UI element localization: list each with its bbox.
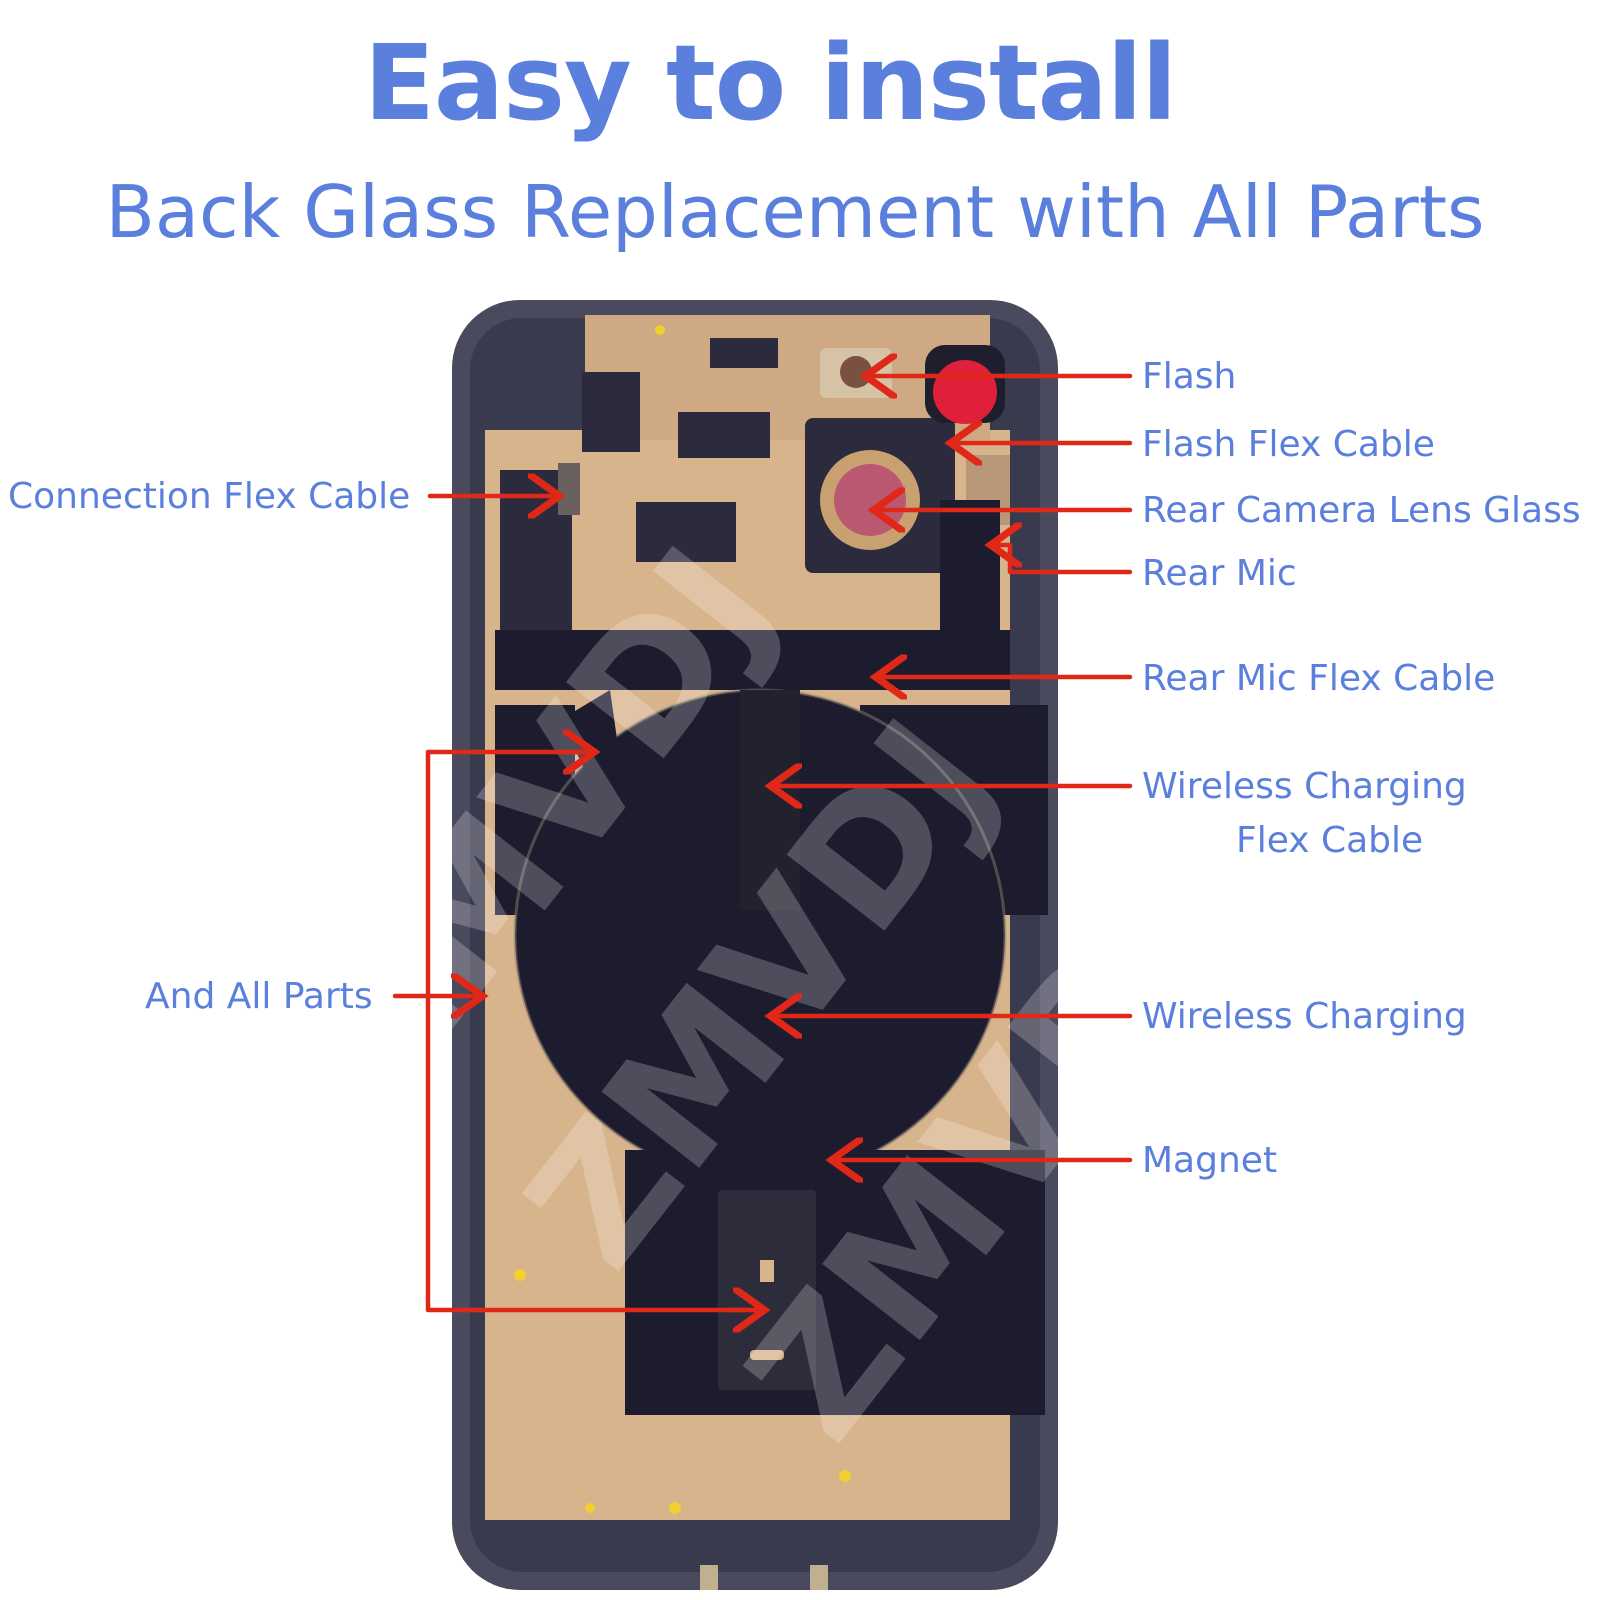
rear-mic-arrow	[995, 545, 1133, 575]
camera-lens-red	[933, 360, 997, 424]
connection-flex-connector	[558, 463, 580, 515]
label-connection-flex-cable: Connection Flex Cable	[8, 476, 410, 517]
label-flash-flex-cable: Flash Flex Cable	[1142, 424, 1435, 465]
label-wireless-charging-flex-cable-1: Wireless Charging	[1142, 766, 1467, 807]
callout-labels: Flash Flash Flex Cable Rear Camera Lens …	[8, 356, 1581, 1181]
and-all-parts-bracket	[425, 749, 763, 1313]
label-and-all-parts: And All Parts	[145, 976, 373, 1017]
label-rear-mic-flex-cable: Rear Mic Flex Cable	[1142, 658, 1495, 699]
label-flash: Flash	[1142, 356, 1236, 397]
callout-arrows	[392, 376, 1133, 1313]
label-rear-mic: Rear Mic	[1142, 553, 1297, 594]
label-magnet: Magnet	[1142, 1140, 1277, 1181]
label-wireless-charging-flex-cable-2: Flex Cable	[1236, 820, 1423, 861]
page-subtitle: Back Glass Replacement with All Parts	[105, 170, 1485, 254]
phone-back-glass: ZMVDJ ZMVDJ ZMVDJ	[269, 300, 1254, 1590]
rear-camera-lens-glass	[834, 464, 906, 536]
page-title: Easy to install	[363, 22, 1177, 144]
wireless-charging-coil	[515, 690, 1005, 1180]
label-wireless-charging: Wireless Charging	[1142, 996, 1467, 1037]
label-rear-camera-lens-glass: Rear Camera Lens Glass	[1142, 490, 1581, 531]
